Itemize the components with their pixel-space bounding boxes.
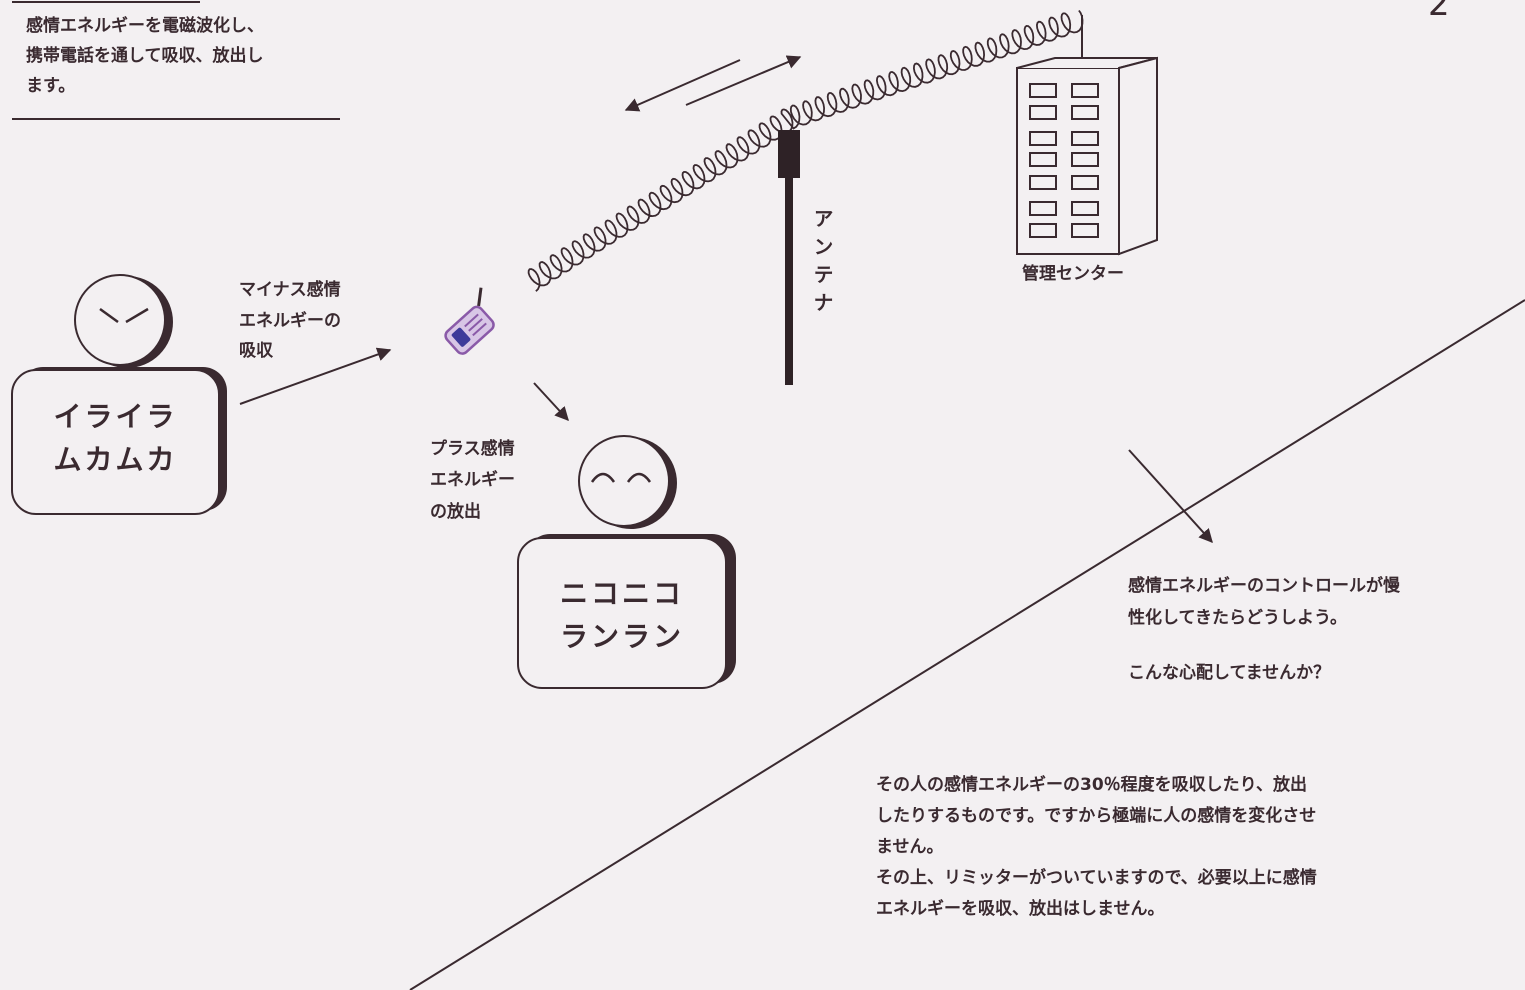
absorb-line: エネルギーの (239, 310, 341, 331)
worry-arrow (1128, 449, 1213, 544)
person-right (517, 435, 736, 689)
answer-line: エネルギーを吸収、放出はしません。 (876, 898, 1165, 919)
phone-icon (444, 287, 495, 355)
arrow-to-phone-side (624, 59, 741, 112)
release-line: プラス感情 (430, 439, 515, 459)
answer-text: その人の感情エネルギーの30％程度を吸収したり、放出 したりするものです。ですか… (876, 770, 1317, 925)
building-window (1071, 152, 1099, 167)
building-window (1029, 131, 1057, 146)
person-left-line2: ムカムカ (53, 443, 178, 477)
building-window (1029, 105, 1057, 120)
worry-text: 感情エネルギーのコントロールが慢 性化してきたらどうしよう。 (1128, 570, 1400, 635)
center-label: 管理センター (1022, 264, 1124, 284)
absorb-label: マイナス感情 エネルギーの 吸収 (239, 275, 341, 367)
person-left (11, 274, 227, 515)
intro-text: 感情エネルギーを電磁波化し、 携帯電話を通して吸収、放出し ます。 (26, 12, 264, 101)
answer-line: その人の感情エネルギーの30％程度を吸収したり、放出 (876, 775, 1307, 795)
building-icon (1016, 15, 1158, 256)
release-label: プラス感情 エネルギー の放出 (430, 434, 515, 528)
antenna-label: アンテナ (810, 208, 834, 320)
absorb-line: マイナス感情 (239, 280, 341, 300)
worry-line: 性化してきたらどうしよう。 (1128, 608, 1347, 629)
person-right-line2: ランラン (559, 620, 684, 654)
building-window (1071, 83, 1099, 98)
smiling-face-icon (590, 472, 652, 483)
building-window (1029, 223, 1057, 238)
building-window (1029, 83, 1057, 98)
absorb-arrow (239, 347, 392, 405)
release-line: エネルギー (430, 470, 515, 491)
page-number: 2 (1428, 0, 1450, 24)
signal-wave (527, 9, 1084, 292)
building-window (1071, 175, 1099, 190)
person-right-line1: ニコニコ (559, 577, 684, 610)
antenna-icon (778, 130, 800, 385)
building-window (1071, 223, 1099, 238)
release-arrow (533, 382, 569, 422)
angry-face-icon (99, 307, 149, 324)
diagonal-divider (409, 299, 1525, 990)
worry-question: こんな心配してませんか？ (1128, 663, 1331, 683)
intro-line: ます。 (26, 75, 76, 96)
person-left-line1: イライラ (53, 400, 178, 433)
building-window (1029, 152, 1057, 167)
building-window (1029, 201, 1057, 216)
worry-line: 感情エネルギーのコントロールが慢 (1128, 576, 1400, 596)
answer-line: したりするものです。ですから極端に人の感情を変化させ (876, 805, 1317, 826)
arrow-to-center-side (685, 55, 802, 106)
building-window (1071, 131, 1099, 146)
absorb-line: 吸収 (239, 341, 273, 362)
person-left-text: イライラ ムカムカ (12, 395, 219, 482)
intro-line: 感情エネルギーを電磁波化し、 (26, 16, 264, 36)
answer-line: ません。 (876, 836, 944, 857)
person-right-text: ニコニコ ランラン (518, 572, 726, 659)
building-window (1071, 201, 1099, 216)
intro-line: 携帯電話を通して吸収、放出し (26, 45, 264, 66)
building-window (1071, 105, 1099, 120)
building-window (1029, 175, 1057, 190)
release-line: の放出 (430, 501, 481, 522)
answer-line: その上、リミッターがついていますので、必要以上に感情 (876, 867, 1317, 888)
